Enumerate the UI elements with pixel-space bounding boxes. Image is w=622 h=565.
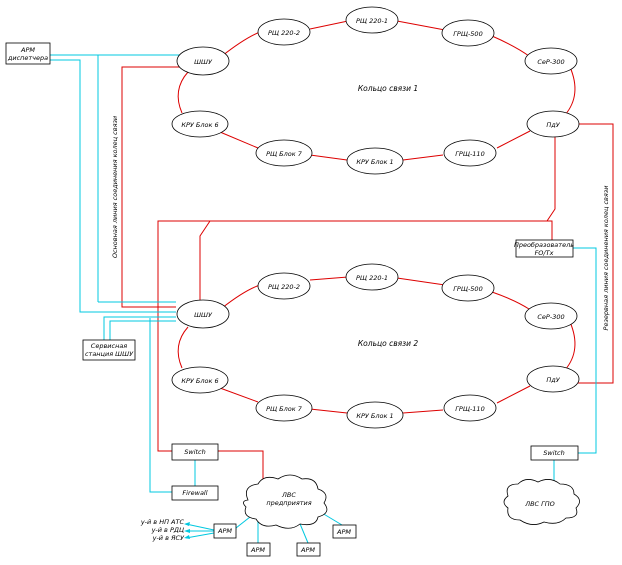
ring2-ru7-label: РЩ Блок 7: [266, 405, 303, 413]
ring2-gru500-label: ГРЩ-500: [453, 285, 482, 293]
ring1-links: [177, 20, 576, 161]
ring1-kru1-label: КРУ Блок 1: [356, 158, 393, 166]
ring2-ru220-2-node: [257, 272, 311, 300]
lan-cloud-label-2: предприятия: [266, 499, 311, 507]
arm-dispatcher-label-2: диспетчера: [7, 54, 48, 62]
ring1-gru500-node: [441, 19, 495, 47]
ring1-ru220-2-node: [257, 18, 311, 46]
lan-cloud-label-1: ЛВС: [281, 491, 296, 499]
ring2-srp300-node: [524, 302, 578, 330]
arm-c-label: АРМ: [300, 546, 315, 554]
arm-c-box: [296, 542, 321, 557]
ring1-kru6-node: [171, 110, 229, 138]
ring1-gru110-label: ГРЩ-110: [455, 150, 484, 158]
ring2-pdu-node: [526, 365, 580, 393]
ring1-title: Кольцо связи 1: [358, 84, 418, 93]
ring1-gru110-node: [443, 139, 497, 167]
ring2-links: [177, 276, 576, 414]
backup-line-label: Резервная линия соединения колец связи: [602, 186, 610, 331]
ring2-nodes: [171, 263, 580, 429]
arm-d-box: [332, 524, 357, 539]
ring2-pdu-label: ПдУ: [546, 376, 560, 384]
service-station-label-2: станция ШШУ: [85, 350, 134, 358]
arrowheads: [184, 522, 190, 539]
ring2-ru220-1-label: РЩ 220-1: [356, 274, 388, 282]
firewall-label: Firewall: [182, 489, 207, 497]
switch-left-box: [171, 443, 219, 461]
ring2-srp300-label: СеР-300: [537, 313, 564, 321]
ring2-kru1-node: [346, 401, 404, 429]
ring1-kru1-node: [346, 147, 404, 175]
converter-label-1: Преобразователь: [514, 241, 574, 249]
ring1-pdu-node: [526, 110, 580, 138]
arm-a-box: [213, 523, 237, 539]
arm-b-box: [246, 542, 271, 557]
ring2-ru220-2-label: РЩ 220-2: [268, 283, 300, 291]
ring1-ru220-2-label: РЩ 220-2: [268, 29, 300, 37]
ring1-pdu-label: ПдУ: [546, 121, 560, 129]
ring2-hub-label: ШШУ: [194, 311, 213, 319]
ring1-ru220-1-node: [345, 6, 399, 34]
arm-a-label: АРМ: [217, 527, 232, 535]
arm-link-label-2: у-й в РДЦ: [151, 526, 184, 534]
interconnect-links: [121, 66, 614, 487]
lan-cloud: [243, 474, 328, 529]
arm-link-labels: у-й в НП АТС у-й в РДЦ у-й в ЯСУ: [140, 518, 185, 542]
ring1-labels: ШШУ РЩ 220-2 РЩ 220-1 ГРЩ-500 СеР-300 Пд…: [181, 17, 564, 166]
arm-b-label: АРМ: [250, 546, 265, 554]
lan-links: [50, 54, 597, 544]
converter-label-2: FO/Tx: [535, 249, 554, 257]
converter-box: [515, 239, 574, 258]
ring2-gru110-node: [443, 394, 497, 422]
ring1-ru7-node: [255, 139, 313, 167]
ring2-labels: ШШУ РЩ 220-2 РЩ 220-1 ГРЩ-500 СеР-300 Пд…: [181, 274, 564, 420]
ring1-hub-node: [176, 46, 230, 76]
ring1-srp300-node: [524, 47, 578, 75]
ring2-title: Кольцо связи 2: [358, 339, 419, 348]
ring1-ru220-1-label: РЩ 220-1: [356, 17, 388, 25]
service-station-label-1: Сервисная: [91, 342, 128, 350]
firewall-box: [171, 485, 219, 501]
ring2-kru6-node: [171, 366, 229, 394]
ring1-ru7-label: РЩ Блок 7: [266, 150, 303, 158]
ring2-kru6-label: КРУ Блок 6: [181, 377, 218, 385]
switch-right-label: Switch: [543, 449, 565, 457]
ring2-gru110-label: ГРЩ-110: [455, 405, 484, 413]
switch-left-label: Switch: [184, 448, 206, 456]
gpo-cloud: [503, 479, 580, 525]
arm-dispatcher-box: [5, 42, 51, 65]
switch-right-box: [530, 445, 579, 461]
service-station-box: [82, 339, 136, 361]
ring2-kru1-label: КРУ Блок 1: [356, 412, 393, 420]
ring1-gru500-label: ГРЩ-500: [453, 30, 482, 38]
box-labels: АРМ диспетчера Преобразователь FO/Tx Сер…: [7, 46, 574, 554]
arm-link-label-1: у-й в НП АТС: [140, 518, 185, 526]
ring1-nodes: [171, 6, 580, 175]
ring1-srp300-label: СеР-300: [537, 58, 564, 66]
ring2-hub-node: [176, 299, 230, 329]
boxes: [5, 42, 579, 557]
arm-link-label-3: у-й в ЯСУ: [152, 534, 185, 542]
ring2-ru220-1-node: [345, 263, 399, 291]
ring1-hub-label: ШШУ: [194, 58, 213, 66]
ring2-gru500-node: [441, 274, 495, 302]
ring1-kru6-label: КРУ Блок 6: [181, 121, 218, 129]
main-line-label: Основная линия соединения колец связи: [111, 116, 119, 258]
arm-d-label: АРМ: [336, 528, 351, 536]
ring2-ru7-node: [255, 394, 313, 422]
arm-dispatcher-label-1: АРМ: [20, 46, 35, 54]
gpo-cloud-label: ЛВС ГПО: [524, 500, 555, 508]
